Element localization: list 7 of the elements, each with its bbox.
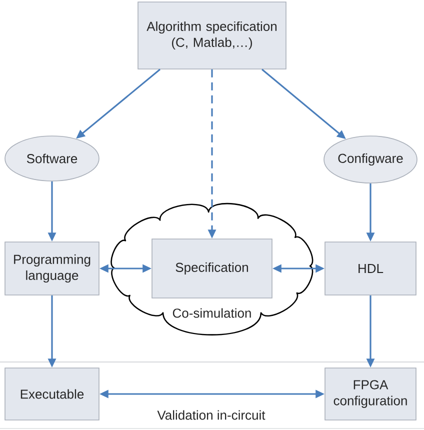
process-box: FPGA configuration bbox=[324, 368, 416, 420]
edge-label: Validation in-circuit bbox=[156, 409, 266, 421]
process-box: Algorithm specification (C, Matlab,…) bbox=[138, 2, 286, 70]
process-box: Specification bbox=[152, 238, 272, 298]
process-box: Programming language bbox=[4, 242, 100, 296]
process-box: HDL bbox=[324, 242, 416, 296]
process-box: Executable bbox=[4, 368, 100, 420]
